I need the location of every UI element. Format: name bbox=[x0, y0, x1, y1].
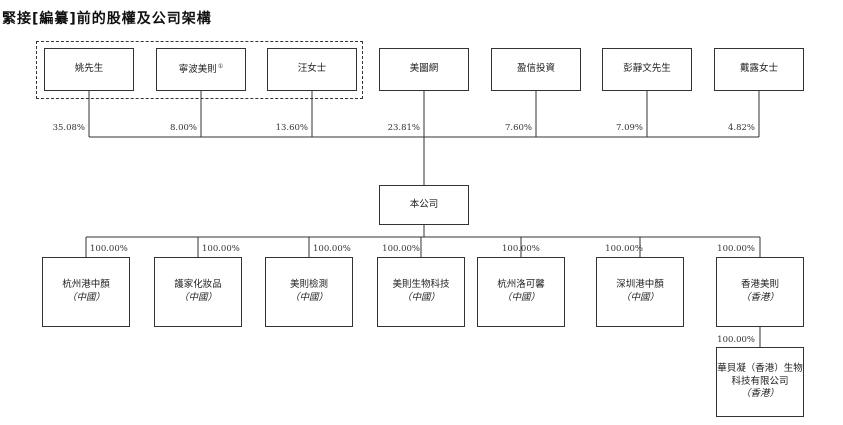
subsidiary-region: （中國） bbox=[501, 292, 540, 303]
subsidiary-box-6: 香港美則 （香港） bbox=[716, 257, 804, 327]
sub-subsidiary-box: 華貝凝（香港）生物 科技有限公司 （香港） bbox=[716, 347, 804, 417]
subsidiary-region: （中國） bbox=[178, 292, 217, 303]
subsidiary-pct: 100.00% bbox=[717, 244, 755, 254]
sub-subsidiary-region: （香港） bbox=[740, 388, 779, 400]
subsidiary-name: 美則檢測 bbox=[289, 279, 328, 291]
shareholder-name: 姚先生 bbox=[74, 63, 104, 75]
shareholder-pct: 23.81% bbox=[387, 123, 420, 133]
subsidiary-pct: 100.00% bbox=[502, 244, 540, 254]
subsidiary-pct: 100.00% bbox=[202, 244, 240, 254]
concert-group-dashed-box bbox=[36, 41, 363, 99]
subsidiary-name: 香港美則 bbox=[740, 279, 779, 291]
shareholder-pct: 8.00% bbox=[169, 123, 197, 133]
subsidiary-box-3: 美則生物科技 （中國） bbox=[377, 257, 465, 327]
shareholder-box-4: 盈信投資 bbox=[491, 48, 581, 91]
shareholder-box-6: 戴露女士 bbox=[714, 48, 804, 91]
shareholder-name: 盈信投資 bbox=[516, 63, 555, 75]
shareholder-pct: 13.60% bbox=[275, 123, 308, 133]
shareholder-pct: 7.60% bbox=[504, 123, 532, 133]
shareholder-pct: 7.09% bbox=[615, 123, 643, 133]
shareholder-name: 彭靜文先生 bbox=[623, 63, 671, 75]
subsidiary-pct: 100.00% bbox=[90, 244, 128, 254]
shareholder-box-5: 彭靜文先生 bbox=[602, 48, 692, 91]
footnote-marker: ① bbox=[217, 62, 224, 70]
shareholder-box-2: 汪女士 bbox=[267, 48, 357, 91]
shareholder-box-1: 寧波美則① bbox=[156, 48, 246, 91]
subsidiary-region: （中國） bbox=[289, 292, 328, 303]
company-box: 本公司 bbox=[379, 185, 469, 225]
subsidiary-region: （香港） bbox=[740, 292, 779, 303]
subsidiary-box-1: 護家化妝品 （中國） bbox=[154, 257, 242, 327]
shareholder-pct: 35.08% bbox=[52, 123, 85, 133]
shareholder-name: 美圖網 bbox=[409, 63, 439, 75]
subsidiary-pct: 100.00% bbox=[313, 244, 351, 254]
shareholder-box-0: 姚先生 bbox=[44, 48, 134, 91]
shareholder-box-3: 美圖網 bbox=[379, 48, 469, 91]
subsidiary-region: （中國） bbox=[66, 292, 105, 303]
shareholder-name: 寧波美則 bbox=[178, 63, 217, 75]
sub-subsidiary-pct: 100.00% bbox=[717, 335, 755, 345]
company-name: 本公司 bbox=[409, 198, 439, 210]
subsidiary-name: 杭州港中顏 bbox=[62, 279, 110, 291]
subsidiary-name: 深圳港中顏 bbox=[616, 279, 664, 291]
subsidiary-region: （中國） bbox=[620, 292, 659, 303]
shareholder-name: 汪女士 bbox=[297, 63, 327, 75]
subsidiary-box-4: 杭州洛可馨 （中國） bbox=[477, 257, 565, 327]
subsidiary-box-0: 杭州港中顏 （中國） bbox=[42, 257, 130, 327]
shareholder-pct: 4.82% bbox=[727, 123, 755, 133]
subsidiary-box-5: 深圳港中顏 （中國） bbox=[596, 257, 684, 327]
subsidiary-box-2: 美則檢測 （中國） bbox=[265, 257, 353, 327]
subsidiary-pct: 100.00% bbox=[605, 244, 643, 254]
subsidiary-name: 護家化妝品 bbox=[174, 279, 222, 291]
page-title: 緊接[編纂]前的股權及公司架構 bbox=[2, 11, 212, 27]
shareholder-name-wrap: 寧波美則① bbox=[179, 63, 223, 77]
subsidiary-name: 杭州洛可馨 bbox=[497, 279, 545, 291]
subsidiary-name: 美則生物科技 bbox=[392, 279, 450, 291]
sub-subsidiary-name-line1: 華貝凝（香港）生物 bbox=[717, 362, 803, 374]
sub-subsidiary-name-line2: 科技有限公司 bbox=[731, 375, 789, 387]
shareholder-name: 戴露女士 bbox=[739, 63, 778, 75]
subsidiary-pct: 100.00% bbox=[382, 244, 420, 254]
subsidiary-region: （中國） bbox=[401, 292, 440, 303]
